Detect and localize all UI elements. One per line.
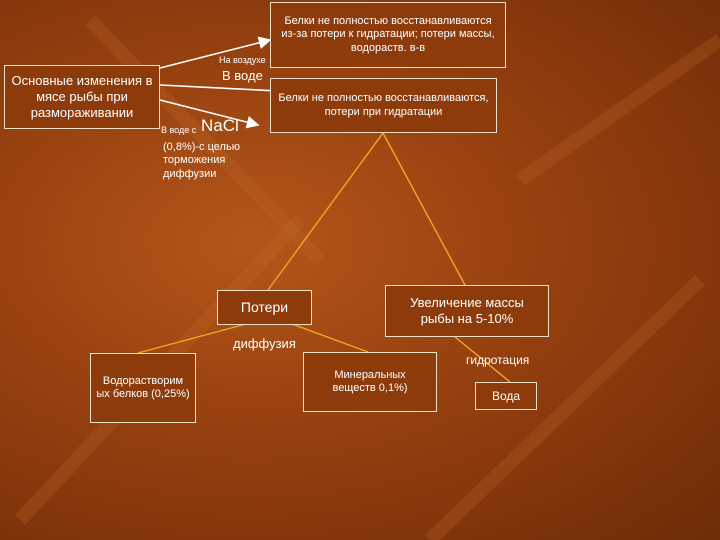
top-right-box: Белки не полностью восстанавливаются из-… (270, 2, 506, 68)
mass-increase-text: Увеличение массы рыбы на 5-10% (410, 295, 524, 326)
label-in-water-with: В воде с (161, 125, 197, 135)
mid-right-text: Белки не полностью восстанавливаются, по… (278, 92, 489, 118)
water-text: Вода (491, 388, 521, 403)
minerals-box: Минеральных веществ 0,1%) (303, 352, 437, 412)
soluble-proteins-box: Водорастворим ых белков (0,25%) (90, 353, 196, 423)
mid-right-box: Белки не полностью восстанавливаются, по… (270, 78, 497, 133)
arrow-to-top-box (159, 36, 272, 69)
label-in-air: На воздухе (219, 55, 266, 65)
line-to-water (454, 336, 511, 383)
losses-text: Потери (240, 298, 289, 315)
label-diffusion: диффузия (233, 336, 296, 351)
line-to-soluble-proteins (137, 323, 247, 354)
soluble-proteins-text: Водорастворим ых белков (0,25%) (96, 374, 190, 400)
main-changes-box: Основные изменения в мясе рыбы при размо… (4, 65, 160, 129)
arrow-to-nacl (159, 99, 260, 129)
label-hydration: гидротация (466, 353, 530, 367)
label-nacl: NaCl (201, 116, 239, 135)
top-right-text: Белки не полностью восстанавливаются из-… (281, 14, 495, 54)
main-changes-text: Основные изменения в мясе рыбы при размо… (11, 73, 153, 120)
losses-box: Потери (217, 290, 312, 325)
water-box: Вода (475, 382, 537, 410)
label-nacl-note: (0,8%)-с целью торможения диффузии (163, 141, 240, 180)
mass-increase-box: Увеличение массы рыбы на 5-10% (385, 285, 549, 337)
line-to-mass-increase (382, 132, 466, 286)
line-to-losses (267, 132, 384, 291)
line-to-minerals (291, 323, 369, 353)
minerals-text: Минеральных веществ 0,1%) (332, 368, 408, 394)
label-in-water: В воде (222, 68, 263, 83)
